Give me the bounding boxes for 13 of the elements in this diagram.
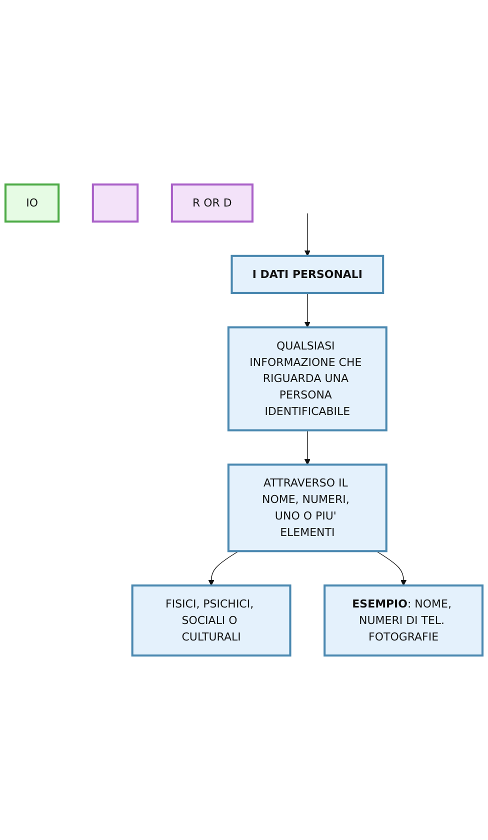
node-box: [92, 183, 139, 223]
arrow: [208, 550, 239, 586]
node-box: ESEMPIO: NOME, NUMERI DI TEL. FOTOGRAFIE: [324, 584, 484, 657]
arrow: [304, 292, 310, 328]
node-box: FISICI, PSICHICI, SOCIALI O CULTURALI: [131, 584, 292, 657]
node-box: IO: [4, 183, 60, 223]
arrow: [304, 212, 310, 256]
arrow: [376, 550, 407, 586]
node-box: I DATI PERSONALI: [230, 254, 384, 294]
node-box: QUALSIASI INFORMAZIONE CHE RIGUARDA UNA PERSONA IDENTIFICABILE: [227, 326, 388, 432]
node-box: ATTRAVERSO IL NOME, NUMERI, UNO O PIU' ELEMENTI: [227, 464, 388, 552]
arrow: [304, 430, 310, 465]
node-box: R OR D: [170, 183, 254, 223]
